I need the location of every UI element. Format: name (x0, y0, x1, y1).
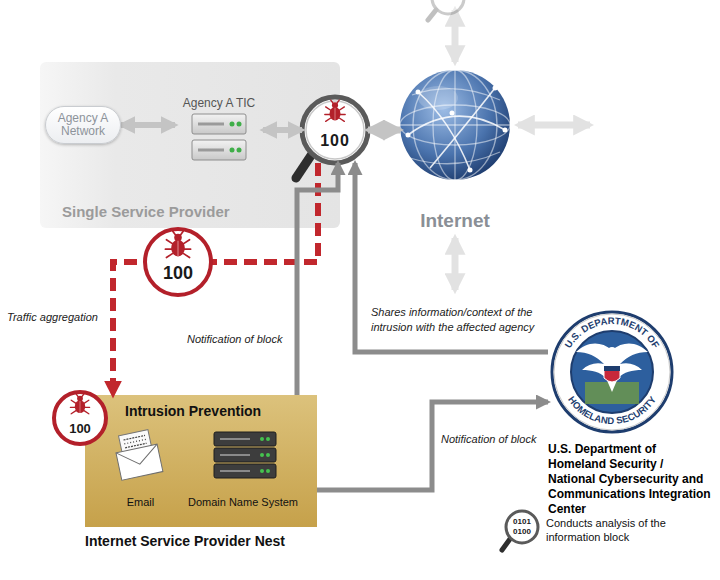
internet-globe: Internet (400, 70, 510, 232)
provider-panel: Single Service Provider Agency A Network A… (40, 62, 340, 228)
binary-code: 0101 (513, 518, 531, 526)
inspection-magnifier: 100 (302, 97, 368, 163)
icon-label: Email (107, 496, 174, 508)
flow-arrow (317, 402, 548, 490)
legend-magnifier-icon (502, 511, 538, 550)
bug-callout (54, 392, 106, 444)
node-label: Internet (400, 210, 510, 232)
panel-title: Single Service Provider (62, 203, 230, 220)
binary-code: 0100 (513, 528, 531, 536)
traffic-connector (113, 163, 318, 395)
edge-label: Shares information/context of the intrus… (370, 305, 554, 335)
edge-label: Traffic aggregation (6, 311, 99, 323)
callout-number: 100 (163, 264, 193, 282)
flow-arrow (121, 122, 175, 128)
seal-lettering: HOMELAND SECURITY (566, 394, 658, 426)
email-icon (113, 428, 163, 480)
icon-label: Domain Name System (180, 496, 306, 508)
dhs-node: U.S. Department of Homeland Security / N… (548, 308, 714, 517)
box-heading: Intrusion Prevention (125, 403, 261, 419)
network-pill: Agency A Network (45, 106, 121, 144)
edge-label: Notification of block (186, 333, 283, 345)
dhs-seal (552, 312, 672, 432)
callout-number: 100 (302, 132, 368, 150)
seal-lettering: U.S. DEPARTMENT OF (562, 315, 662, 350)
dns-node: Domain Name System (180, 430, 306, 508)
globe-icon (400, 70, 510, 180)
tic-box: Agency A TIC (175, 96, 263, 168)
node-label: Agency A Network (52, 112, 114, 138)
callout-number: 100 (69, 422, 91, 435)
flow-arrow (297, 163, 338, 395)
box-title: Internet Service Provider Nest (85, 533, 285, 549)
isp-nest: Intrusion PreventionInternet Service Pro… (85, 395, 317, 555)
dns-server-icon (214, 432, 276, 478)
flow-arrow (263, 127, 302, 133)
email-node: Email (113, 430, 168, 508)
server-icon (192, 114, 246, 160)
isp-nest-box (85, 395, 317, 527)
organization-name: U.S. Department of Homeland Security / N… (548, 442, 714, 517)
legend-text: Conducts analysis of the information blo… (546, 517, 714, 545)
edge-label: Notification of block (440, 433, 537, 445)
bug-callout (145, 229, 211, 295)
node-label: Agency A TIC (175, 96, 263, 110)
flow-arrow (368, 127, 400, 134)
